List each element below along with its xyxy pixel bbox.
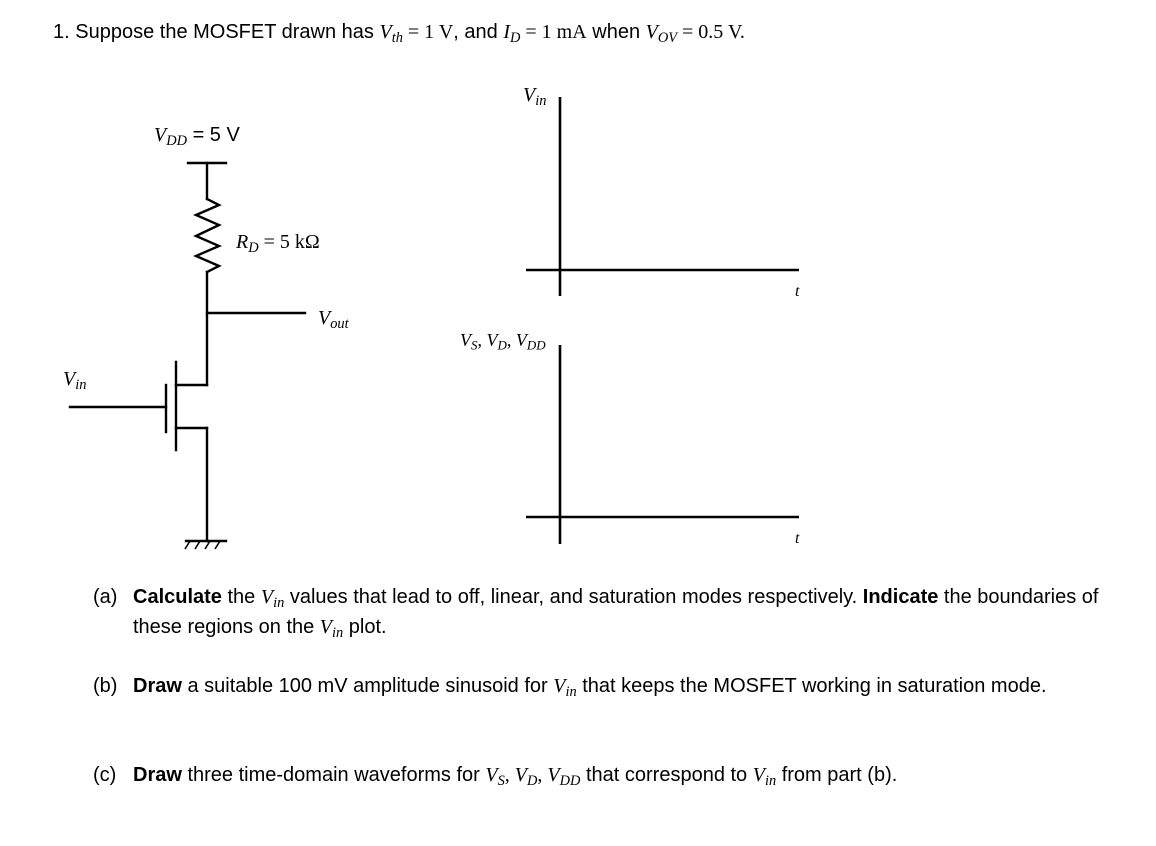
id-value: = 1 mA bbox=[520, 21, 587, 43]
vov-symbol: VOV bbox=[645, 21, 678, 47]
vout-label: Vout bbox=[318, 307, 349, 333]
question-lead: Suppose the MOSFET drawn has bbox=[75, 21, 374, 43]
part-c: (c) Draw three time-domain waveforms for… bbox=[93, 760, 1103, 790]
bottom-plot-ylabel: VS, VD, VDD bbox=[460, 330, 546, 353]
part-a-tag: (a) bbox=[93, 586, 118, 608]
question-heading: 1. Suppose the MOSFET drawn has Vth = 1 … bbox=[53, 20, 745, 47]
question-number: 1. bbox=[53, 21, 70, 43]
part-c-tag: (c) bbox=[93, 764, 117, 786]
id-symbol: ID bbox=[503, 21, 521, 47]
part-b-text: Draw a suitable 100 mV amplitude sinusoi… bbox=[133, 675, 1047, 701]
vov-value: = 0.5 V. bbox=[677, 21, 745, 43]
part-c-text: Draw three time-domain waveforms for VS,… bbox=[133, 764, 898, 790]
vth-value: = 1 V bbox=[402, 21, 454, 43]
ground-hatch bbox=[184, 540, 221, 550]
part-a: (a) Calculate the Vin values that lead t… bbox=[93, 582, 1103, 642]
comma-and: , and bbox=[453, 21, 498, 43]
bottom-plot-xlabel: t bbox=[795, 530, 800, 547]
top-plot-xlabel: t bbox=[795, 283, 800, 300]
part-a-text: Calculate the Vin values that lead to of… bbox=[133, 586, 1099, 642]
vdd-label: VDD = 5 V bbox=[154, 124, 240, 150]
vin-gate-label: Vin bbox=[63, 368, 87, 394]
rd-label: RD = 5 kΩ bbox=[236, 231, 320, 257]
part-b: (b) Draw a suitable 100 mV amplitude sin… bbox=[93, 671, 1103, 701]
vth-symbol: Vth bbox=[379, 21, 403, 47]
top-plot-ylabel: Vin bbox=[523, 84, 547, 110]
part-b-tag: (b) bbox=[93, 675, 118, 697]
resistor-rd bbox=[192, 197, 223, 274]
when-word: when bbox=[592, 21, 641, 43]
